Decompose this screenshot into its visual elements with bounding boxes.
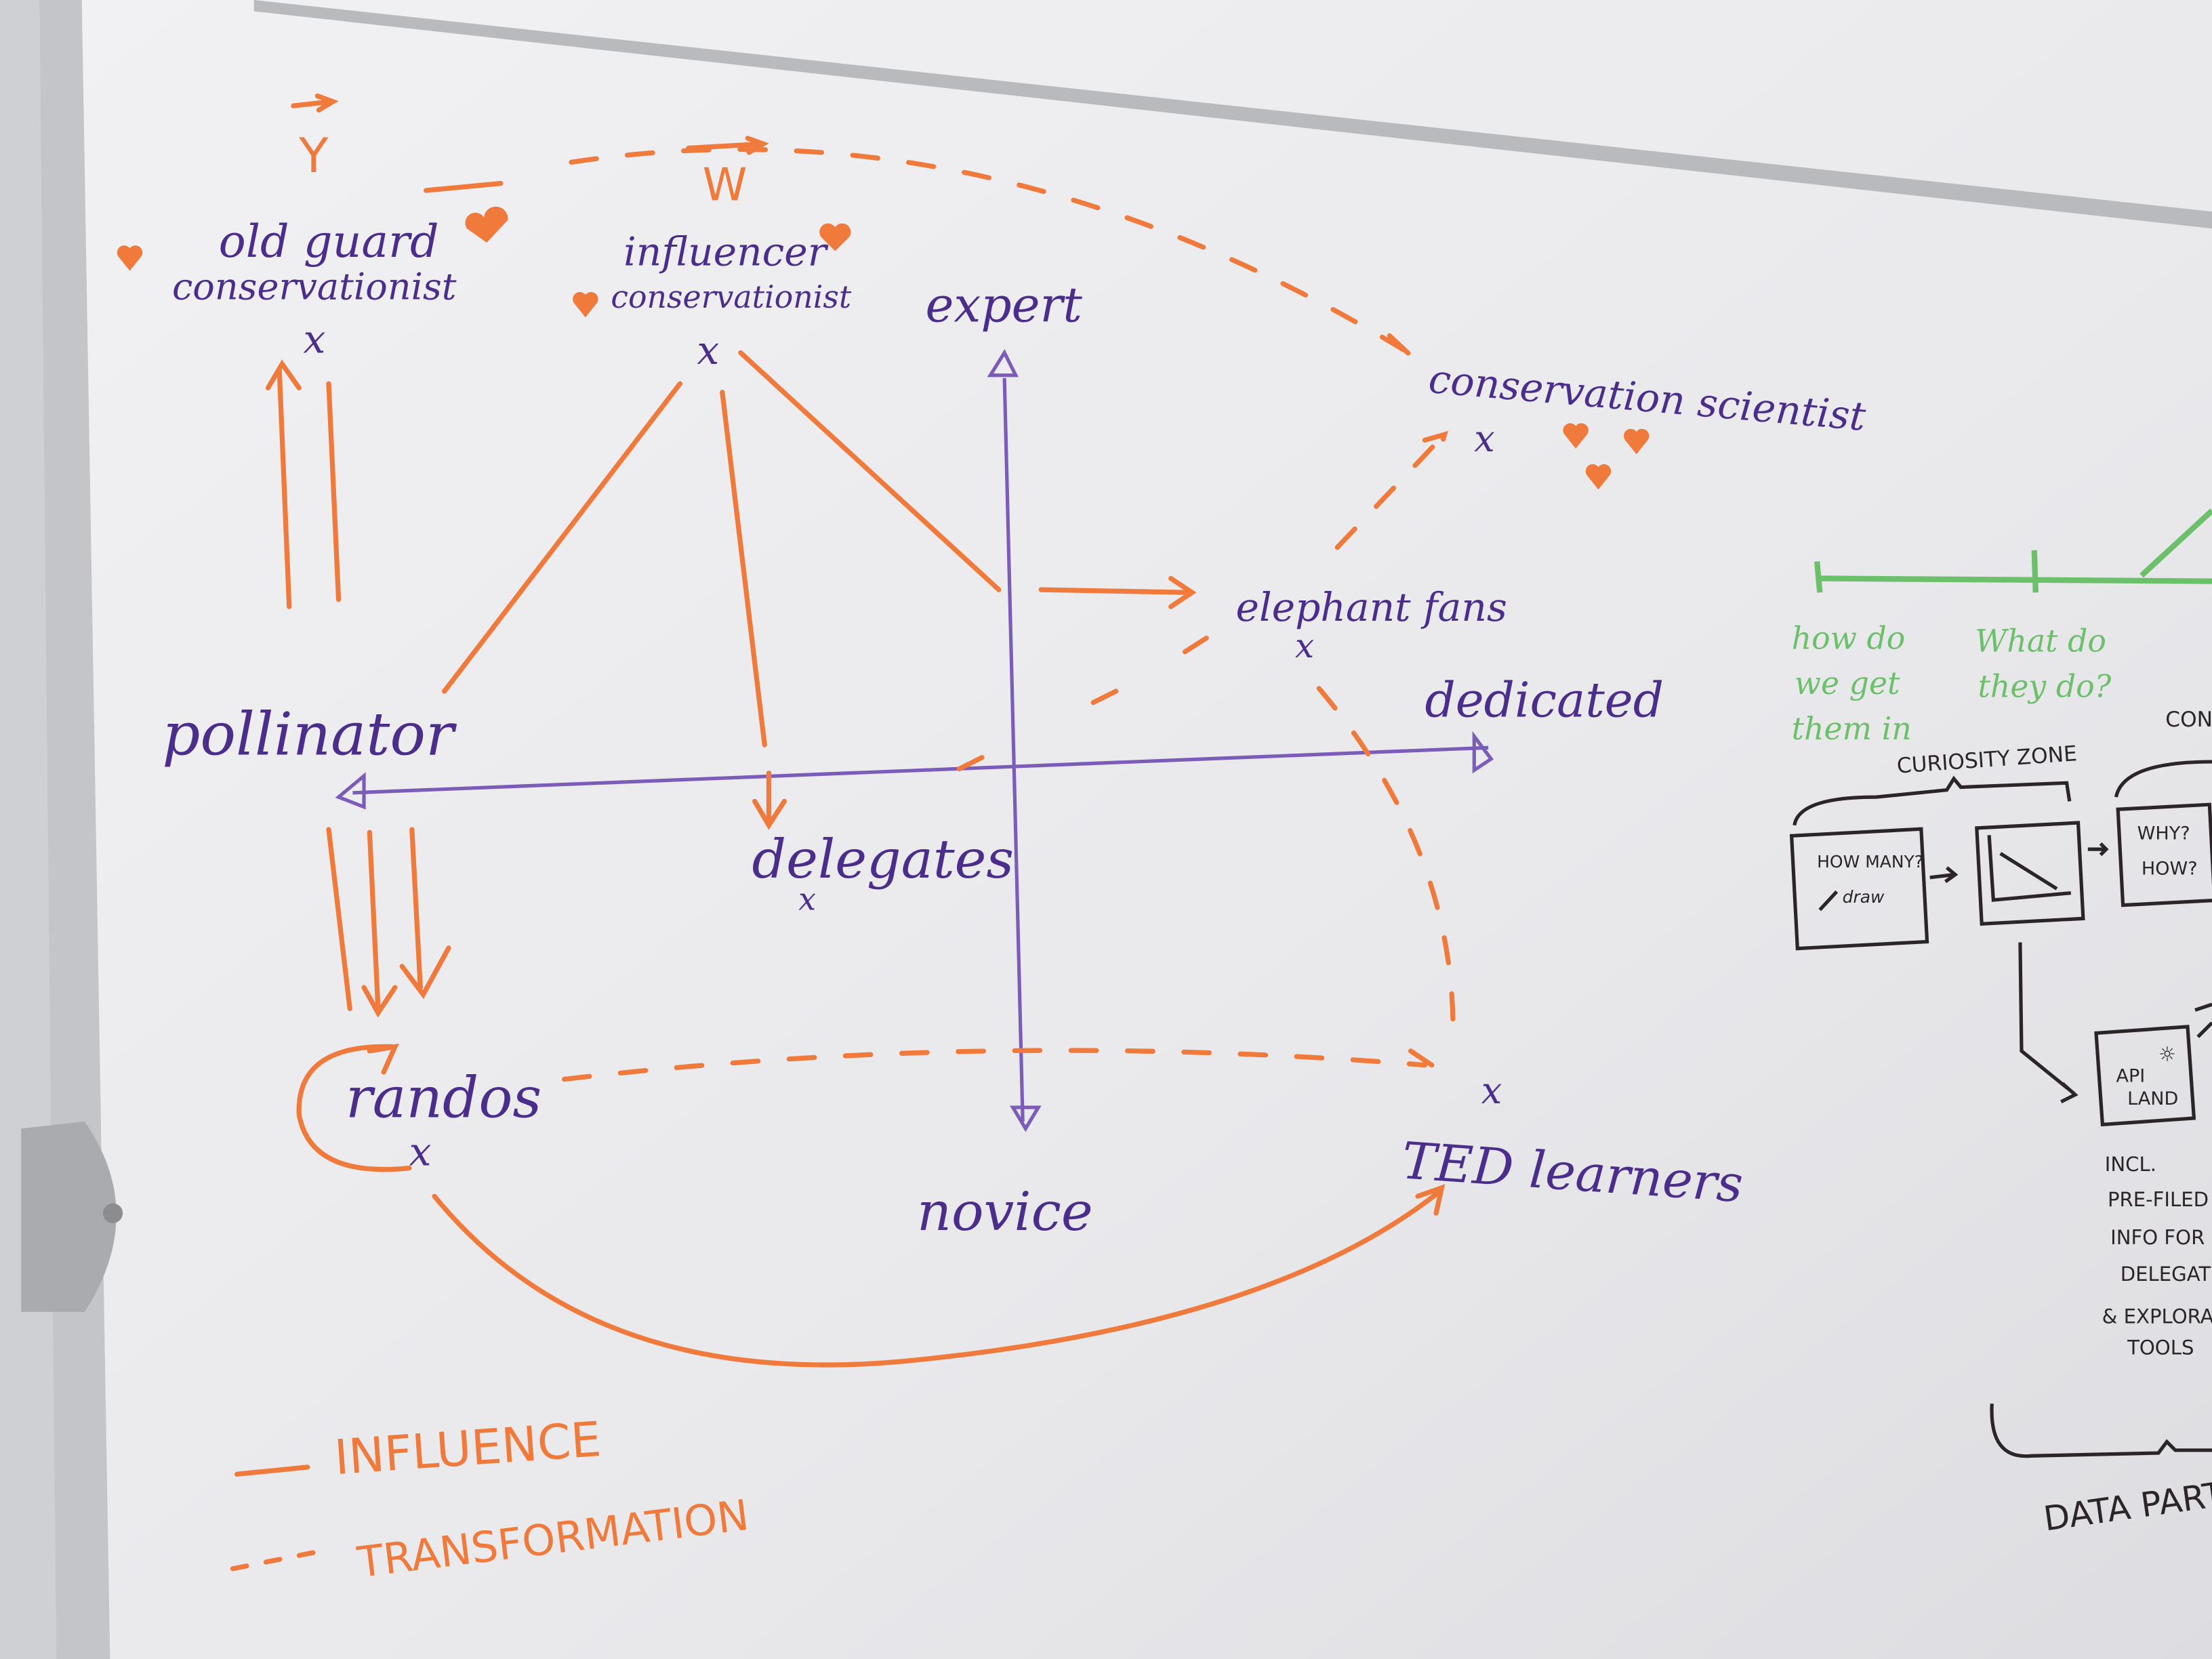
node-pollinator: pollinator [162,700,457,769]
node-dedicated: dedicated [1425,672,1664,728]
svg-text:draw: draw [1843,887,1885,907]
svg-text:DELEGATES: DELEGATES [2121,1263,2212,1286]
x-mark: x [1295,626,1314,665]
marker-y: Y [298,127,329,184]
whiteboard-top-frame [253,0,2212,229]
x-mark: x [697,327,719,373]
node-novice: novice [917,1181,1093,1243]
influence-lines [265,93,1446,1368]
svg-text:INCL.: INCL. [2105,1153,2156,1176]
x-mark: x [409,1128,432,1174]
heart-icon [573,291,598,318]
node-influencer-2: conservationist [611,279,852,315]
heart-icon [1585,464,1612,490]
node-elephant-fans: elephant fans [1236,584,1507,630]
axis-arrowhead-pollinator [335,772,366,810]
x-mark: x [1474,417,1495,460]
green-note-1a: how do [1792,620,1906,657]
axis-arrowhead-expert [987,349,1019,377]
svg-text:LAND: LAND [2127,1088,2178,1109]
board-clamp [21,1121,117,1312]
node-influencer: influencer [623,228,829,274]
axis-horizontal [352,745,1489,795]
axis-arrowhead-novice [1010,1105,1042,1132]
transformation-lines [562,146,1456,1082]
sun-icon: ☼ [2158,1042,2176,1065]
legend-transformation-swatch [230,1549,321,1572]
legend-influence-swatch [234,1465,310,1477]
heart-icon [117,245,143,271]
api-land-sketch-box [2094,1025,2196,1127]
clamp-screw [102,1203,123,1223]
svg-text:HOW MANY?: HOW MANY? [1817,852,1923,872]
hearts [117,206,1650,490]
svg-text:PRE-FILED: PRE-FILED [2108,1188,2209,1211]
node-old-guard: old guard [219,215,439,268]
why-how-sketch-box [2116,802,2212,907]
x-mark: x [304,316,326,362]
green-note-1b: we get [1795,665,1900,701]
heart-icon [1623,428,1650,455]
whiteboard-surface [77,0,2212,1659]
node-expert: expert [926,277,1083,333]
con-partial-label: CON [2165,708,2212,732]
node-randos: randos [346,1065,541,1131]
x-mark: x [798,881,816,918]
heart-icon [1563,423,1589,449]
green-note-1c: them in [1792,710,1912,747]
green-note-2a: What do [1975,623,2106,659]
node-old-guard-2: conservationist [172,265,457,308]
svg-text:API: API [2116,1066,2145,1087]
svg-text:WHY?: WHY? [2137,823,2190,844]
x-mark: x [1481,1069,1502,1112]
svg-text:INFO FOR: INFO FOR [2110,1226,2205,1249]
axis-arrowhead-dedicated [1472,731,1494,774]
green-note-2b: they do? [1978,668,2111,704]
svg-text:TOOLS: TOOLS [2127,1336,2194,1359]
how-many-sketch-box [1789,827,1929,951]
heart-icon [819,223,851,251]
chart-sketch-box [1975,821,2085,926]
svg-text:HOW?: HOW? [2142,859,2198,880]
node-delegates: delegates [752,828,1015,890]
marker-w: W [703,159,747,211]
axis-vertical [1002,377,1025,1122]
heart-icon [465,206,508,243]
